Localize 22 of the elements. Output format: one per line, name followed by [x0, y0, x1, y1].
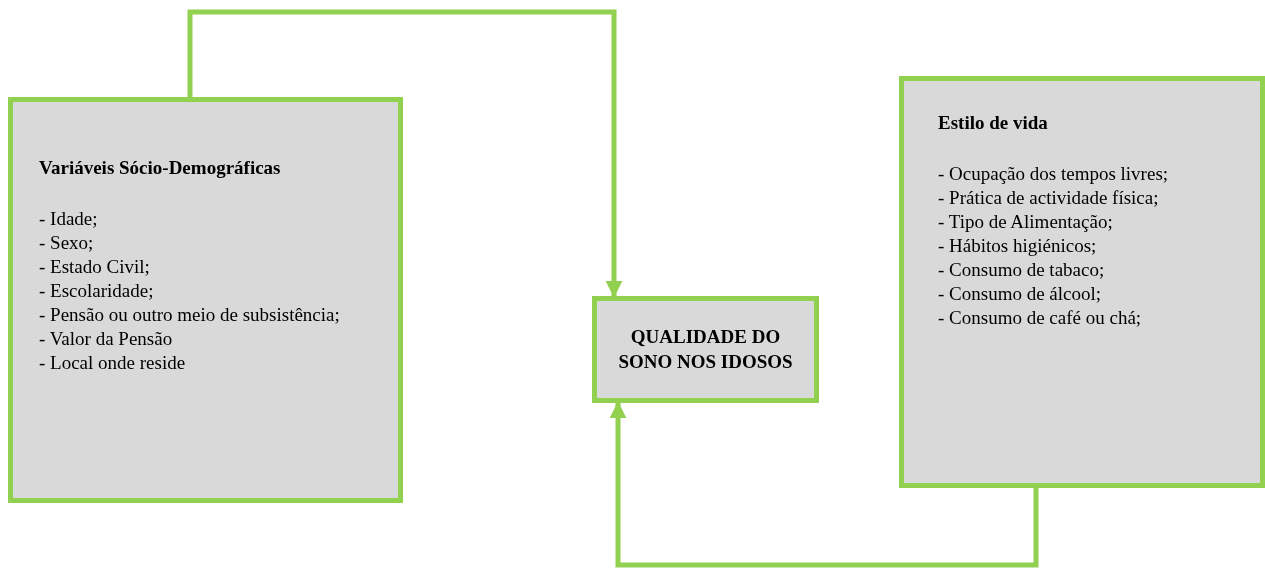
list-item: - Hábitos higiénicos;	[938, 234, 1098, 259]
list-item: - Consumo de álcool;	[938, 282, 1103, 307]
box-heading: QUALIDADE DO SONO NOS IDOSOS	[617, 324, 794, 374]
text-box	[592, 296, 819, 403]
box-heading: Variáveis Sócio-Demográficas	[39, 156, 282, 180]
text-box	[8, 97, 403, 503]
list-item: - Consumo de café ou chá;	[938, 306, 1143, 331]
list-item: - Sexo;	[39, 230, 95, 255]
list-item: - Estado Civil;	[39, 254, 151, 279]
list-item: - Prática de actividade física;	[938, 185, 1160, 210]
list-item: - Valor da Pensão	[39, 327, 174, 352]
box-heading: Estilo de vida	[938, 111, 1049, 135]
connector-arrow	[187, 9, 623, 298]
list-item: - Tipo de Alimentação;	[938, 209, 1114, 234]
text-box	[899, 76, 1265, 488]
list-item: - Pensão ou outro meio de subsistência;	[39, 303, 341, 328]
list-item: - Consumo de tabaco;	[938, 258, 1106, 283]
list-item: - Escolaridade;	[39, 279, 155, 304]
list-item: - Idade;	[39, 206, 99, 231]
list-item: - Ocupação dos tempos livres;	[938, 161, 1170, 186]
connector-arrow	[609, 401, 1039, 568]
list-item: - Local onde reside	[39, 351, 187, 376]
